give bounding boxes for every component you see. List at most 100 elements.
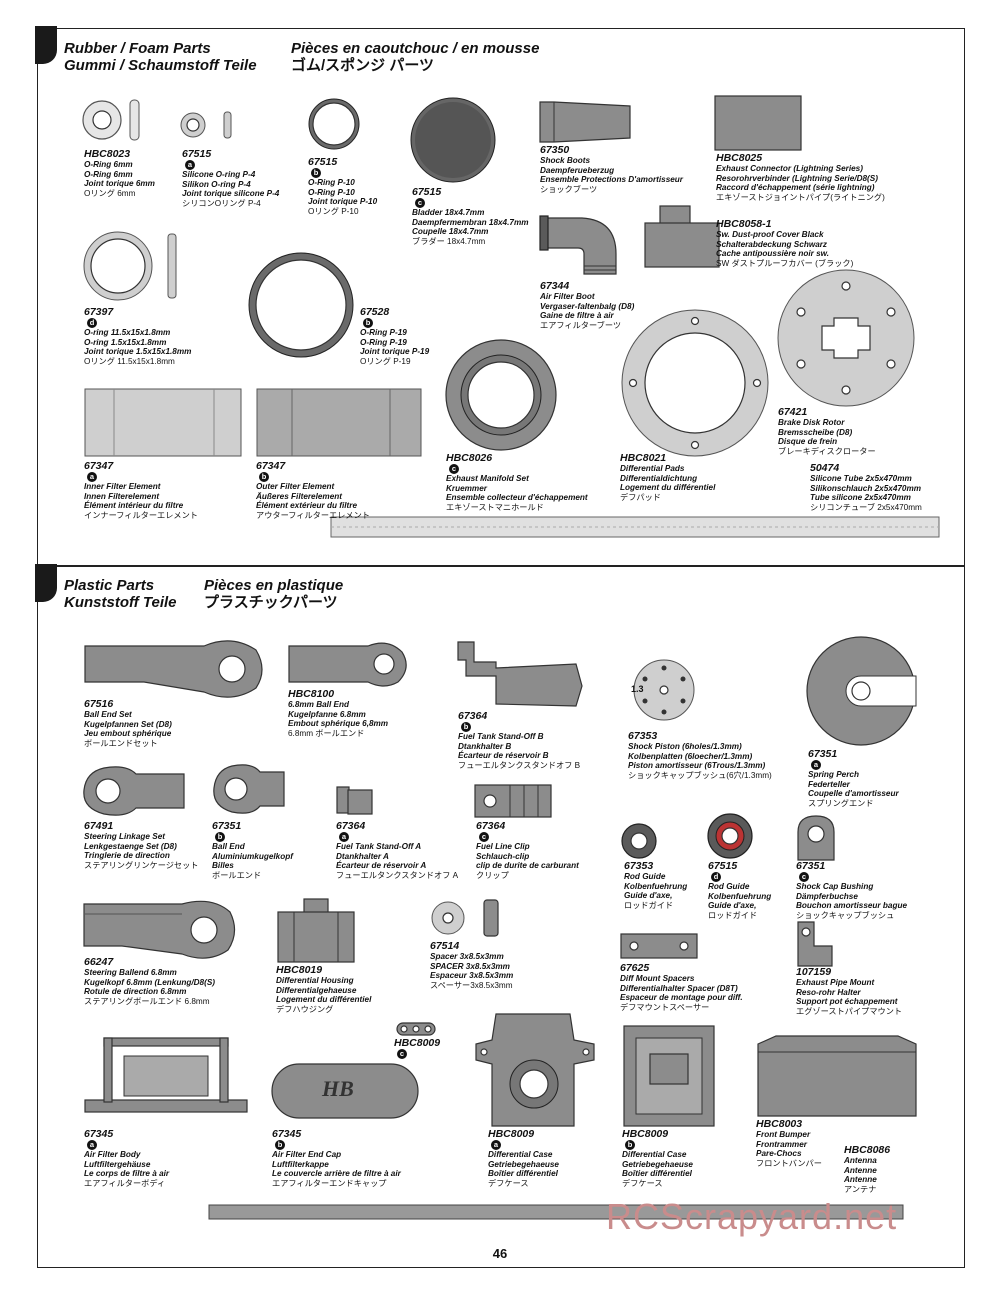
steering-linkage-drawing: [83, 766, 185, 816]
variant-badge: c: [799, 872, 809, 882]
rod-guide-drawing: [621, 823, 657, 859]
plastic-title-fr: Pièces en plastique: [204, 577, 344, 594]
exhaust-manifold-drawing: [445, 339, 557, 451]
variant-badge: b: [259, 472, 269, 482]
steering-ballend-drawing: [83, 900, 236, 959]
variant-badge: a: [87, 472, 97, 482]
variant-badge: b: [311, 168, 321, 178]
fuel-tank-standoff-a-drawing: [336, 786, 373, 815]
variant-badge: c: [415, 198, 425, 208]
shock-cap-bushing-drawing: [797, 815, 835, 861]
variant-badge: a: [185, 160, 195, 170]
watermark: RCScrapyard.net: [606, 1196, 898, 1237]
spacer-drawing: [431, 899, 499, 937]
plastic-title-en-de: Plastic Parts Kunststoff Teile: [64, 577, 177, 611]
differential-housing-drawing: [277, 898, 355, 963]
hbc8009c-drawing: [396, 1022, 436, 1036]
hb-logo: HB: [322, 1076, 354, 1101]
brake-disk-rotor-drawing: [777, 269, 915, 407]
o-ring-6mm-drawing: [82, 99, 140, 141]
rod-guide-d-drawing: [707, 813, 753, 859]
shock-boots-drawing: [539, 101, 631, 143]
o-ring-p4-drawing: [180, 111, 232, 139]
dust-cover-drawing: [644, 205, 720, 268]
variant-badge: a: [339, 832, 349, 842]
rubber-title-en-de: Rubber / Foam Parts Gummi / Schaumstoff …: [64, 40, 257, 74]
shock-piston-drawing: [633, 659, 695, 721]
diff-mount-spacers-drawing: [620, 933, 698, 959]
section-tab: [35, 26, 57, 64]
variant-badge: b: [461, 722, 471, 732]
exhaust-pipe-mount-drawing: [797, 921, 833, 967]
air-filter-boot-drawing: [539, 215, 617, 275]
fuel-line-clip-drawing: [474, 784, 552, 818]
front-bumper-drawing: [757, 1035, 917, 1117]
section-tab: [35, 564, 57, 602]
variant-badge: c: [479, 832, 489, 842]
variant-badge: b: [363, 318, 373, 328]
part-number: HBC8023: [84, 148, 131, 160]
inner-filter-drawing: [84, 388, 242, 457]
variant-badge: b: [275, 1140, 285, 1150]
spring-perch-drawing: [806, 636, 917, 746]
rubber-title-fr-ja: Pièces en caoutchouc / en mousse ゴム/スポンジ…: [291, 40, 539, 74]
silicone-tube-drawing: [330, 516, 940, 538]
piston-size-label: 1.3: [631, 684, 644, 694]
plastic-title-de: Kunststoff Teile: [64, 594, 177, 611]
variant-badge: c: [397, 1049, 407, 1059]
o-ring-p10-drawing: [308, 98, 360, 150]
ball-end-b-drawing: [213, 764, 285, 814]
rubber-title-en: Rubber / Foam Parts: [64, 40, 211, 57]
exhaust-connector-drawing: [714, 95, 802, 151]
plastic-title-ja: プラスチックパーツ: [204, 594, 338, 611]
variant-badge: b: [215, 832, 225, 842]
rubber-title-fr: Pièces en caoutchouc / en mousse: [291, 40, 540, 57]
differential-case-b-drawing: [623, 1025, 715, 1127]
variant-badge: c: [449, 464, 459, 474]
plastic-title-en: Plastic Parts: [64, 577, 155, 594]
ball-end-6-8-drawing: [288, 642, 407, 687]
rubber-title-de: Gummi / Schaumstoff Teile: [64, 57, 257, 74]
variant-badge: a: [491, 1140, 501, 1150]
o-ring-11-5-drawing: [83, 231, 177, 301]
part-label-67353-piston: 67353 Shock Piston (6holes/1.3mm)Kolbenp…: [628, 730, 772, 780]
variant-badge: a: [87, 1140, 97, 1150]
o-ring-p19-drawing: [248, 252, 354, 358]
part-label-hbc8025: HBC8025 Exhaust Connector (Lightning Ser…: [716, 152, 885, 202]
bladder-drawing: [410, 97, 496, 183]
variant-badge: a: [811, 760, 821, 770]
variant-badge: b: [625, 1140, 635, 1150]
